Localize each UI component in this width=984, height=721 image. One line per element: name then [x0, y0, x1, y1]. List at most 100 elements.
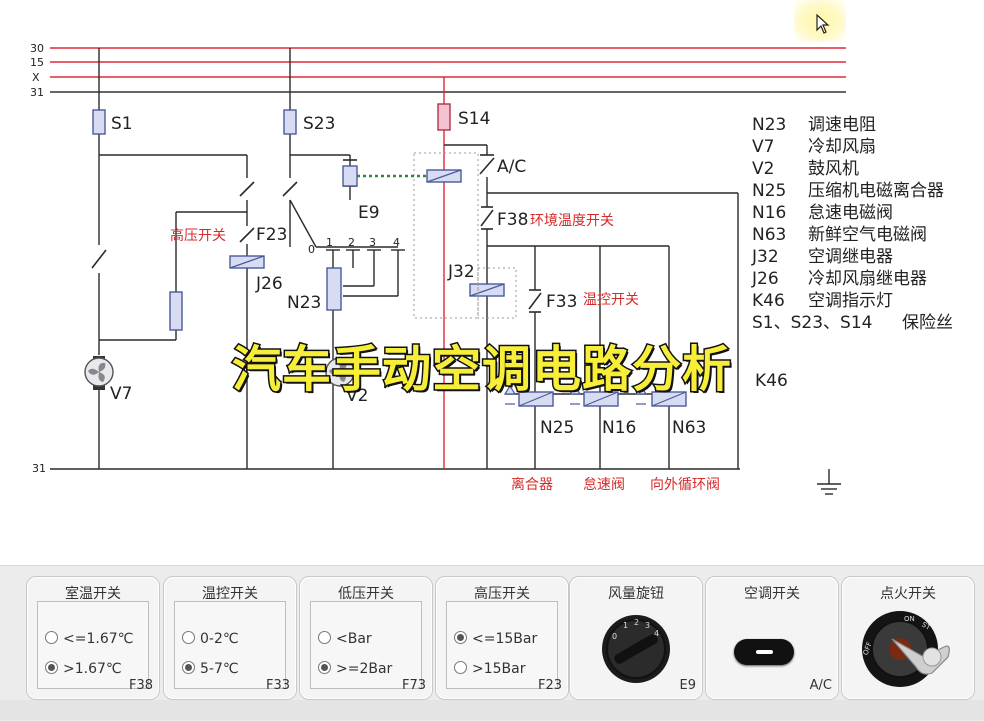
card-code: A/C	[809, 678, 832, 693]
rail-label-30: 30	[30, 42, 44, 55]
label-n63: N63	[672, 418, 706, 438]
radio-option-gt-1-67[interactable]: >1.67℃	[45, 661, 122, 677]
label-f38: F38	[497, 210, 528, 230]
label-f23: F23	[256, 225, 287, 245]
option-label: >=2Bar	[336, 661, 393, 677]
legend-code: N63	[752, 225, 787, 245]
card-title: 空调开关	[744, 586, 800, 602]
legend-row: N25 压缩机电磁离合器	[752, 180, 953, 202]
radio-option-le-15bar[interactable]: <=15Bar	[454, 631, 537, 647]
e9-position-3: 3	[369, 236, 376, 249]
e9-position-4: 4	[393, 236, 400, 249]
legend-desc: 怠速电磁阀	[808, 203, 893, 223]
option-box	[174, 601, 286, 689]
legend-code: V2	[752, 159, 775, 179]
option-label: <Bar	[336, 631, 372, 647]
card-room-temp-switch: 室温开关 <=1.67℃ >1.67℃ F38	[26, 576, 160, 700]
radio-option-gt-15bar[interactable]: >15Bar	[454, 661, 525, 677]
legend-code: N25	[752, 181, 787, 201]
label-n23: N23	[287, 293, 321, 313]
label-n16: N16	[602, 418, 636, 438]
legend-desc: 冷却风扇继电器	[808, 269, 927, 289]
card-title: 室温开关	[65, 586, 121, 602]
annotation-recirc-valve: 向外循环阀	[650, 477, 720, 493]
fuse-s14	[437, 103, 451, 131]
option-box	[446, 601, 558, 689]
option-label: >15Bar	[472, 661, 526, 677]
option-label: <=15Bar	[472, 631, 538, 647]
fan-v7-icon	[84, 356, 114, 390]
label-k46: K46	[755, 371, 788, 391]
annotation-high-pressure: 高压开关	[170, 227, 226, 244]
radio-on-icon[interactable]	[182, 661, 195, 674]
ignition-key[interactable]: OFF ON ST	[852, 605, 962, 687]
e9-position-1: 1	[326, 236, 333, 249]
control-panel: 室温开关 <=1.67℃ >1.67℃ F38 温控开关 0-2℃ 5-7℃ F…	[0, 565, 984, 721]
rail-label-31: 31	[30, 86, 44, 99]
blower-v2-icon	[325, 357, 355, 387]
radio-on-icon[interactable]	[318, 661, 331, 674]
video-title-banner: 汽车手动空调电路分析	[230, 340, 733, 400]
radio-off-icon[interactable]	[182, 631, 195, 644]
card-title: 高压开关	[474, 586, 530, 602]
knob-mark-3: 3	[645, 621, 650, 630]
s23-switch	[282, 181, 298, 197]
card-high-pressure-switch: 高压开关 <=15Bar >15Bar F23	[435, 576, 569, 700]
radio-on-icon[interactable]	[45, 661, 58, 674]
fuse-s1	[92, 109, 106, 135]
legend-desc: 冷却风扇	[808, 137, 876, 157]
radio-option-5-7c[interactable]: 5-7℃	[182, 661, 239, 677]
card-title: 低压开关	[338, 586, 394, 602]
card-low-pressure-switch: 低压开关 <Bar >=2Bar F73	[299, 576, 433, 700]
ignition-key-icon: OFF ON ST	[862, 611, 950, 687]
label-f33: F33	[546, 292, 577, 312]
relay-outline-j32	[413, 152, 479, 319]
radio-off-icon[interactable]	[318, 631, 331, 644]
rail-label-15: 15	[30, 56, 44, 69]
knob-mark-2: 2	[634, 618, 639, 627]
legend-code: K46	[752, 291, 785, 311]
radio-option-le-1-67[interactable]: <=1.67℃	[45, 631, 133, 647]
radio-option-ge-2bar[interactable]: >=2Bar	[318, 661, 392, 677]
ac-toggle-button[interactable]	[734, 639, 794, 665]
fan-knob[interactable]: 0 1 2 3 4	[590, 607, 682, 683]
option-label: 5-7℃	[200, 661, 239, 677]
relay-contact-switch	[239, 181, 255, 197]
legend-desc: 调速电阻	[808, 115, 876, 135]
legend-code: J26	[752, 269, 779, 289]
annotation-idle-valve: 怠速阀	[583, 477, 625, 493]
radio-on-icon[interactable]	[454, 631, 467, 644]
ac-switch	[479, 157, 495, 175]
option-box	[37, 601, 149, 689]
option-label: <=1.67℃	[63, 631, 134, 647]
e9-position-0: 0	[308, 243, 315, 256]
label-n25: N25	[540, 418, 574, 438]
minus-icon	[756, 650, 773, 654]
ignition-mark-st: ST	[920, 621, 932, 633]
f23-switch	[239, 227, 255, 243]
label-e9: E9	[358, 203, 380, 223]
legend-row: N16 怠速电磁阀	[752, 202, 953, 224]
legend-desc: 压缩机电磁离合器	[808, 181, 944, 201]
card-code: F23	[537, 678, 562, 693]
radio-off-icon[interactable]	[45, 631, 58, 644]
label-ac: A/C	[497, 157, 526, 177]
radio-option-lt-bar[interactable]: <Bar	[318, 631, 372, 647]
card-code: F38	[128, 678, 153, 693]
legend-code: V7	[752, 137, 775, 157]
annotation-clutch: 离合器	[511, 476, 553, 493]
legend-code: N16	[752, 203, 787, 223]
card-code: E9	[679, 678, 697, 693]
label-j26: J26	[255, 274, 283, 294]
bottom-strip	[0, 700, 984, 720]
resistor-v7	[169, 291, 183, 331]
resistor-n23	[326, 267, 342, 311]
fuse-label-s14: S14	[458, 109, 490, 129]
card-thermostat-switch: 温控开关 0-2℃ 5-7℃ F33	[163, 576, 297, 700]
radio-off-icon[interactable]	[454, 661, 467, 674]
radio-option-0-2c[interactable]: 0-2℃	[182, 631, 239, 647]
legend-row: J26 冷却风扇继电器	[752, 268, 953, 290]
